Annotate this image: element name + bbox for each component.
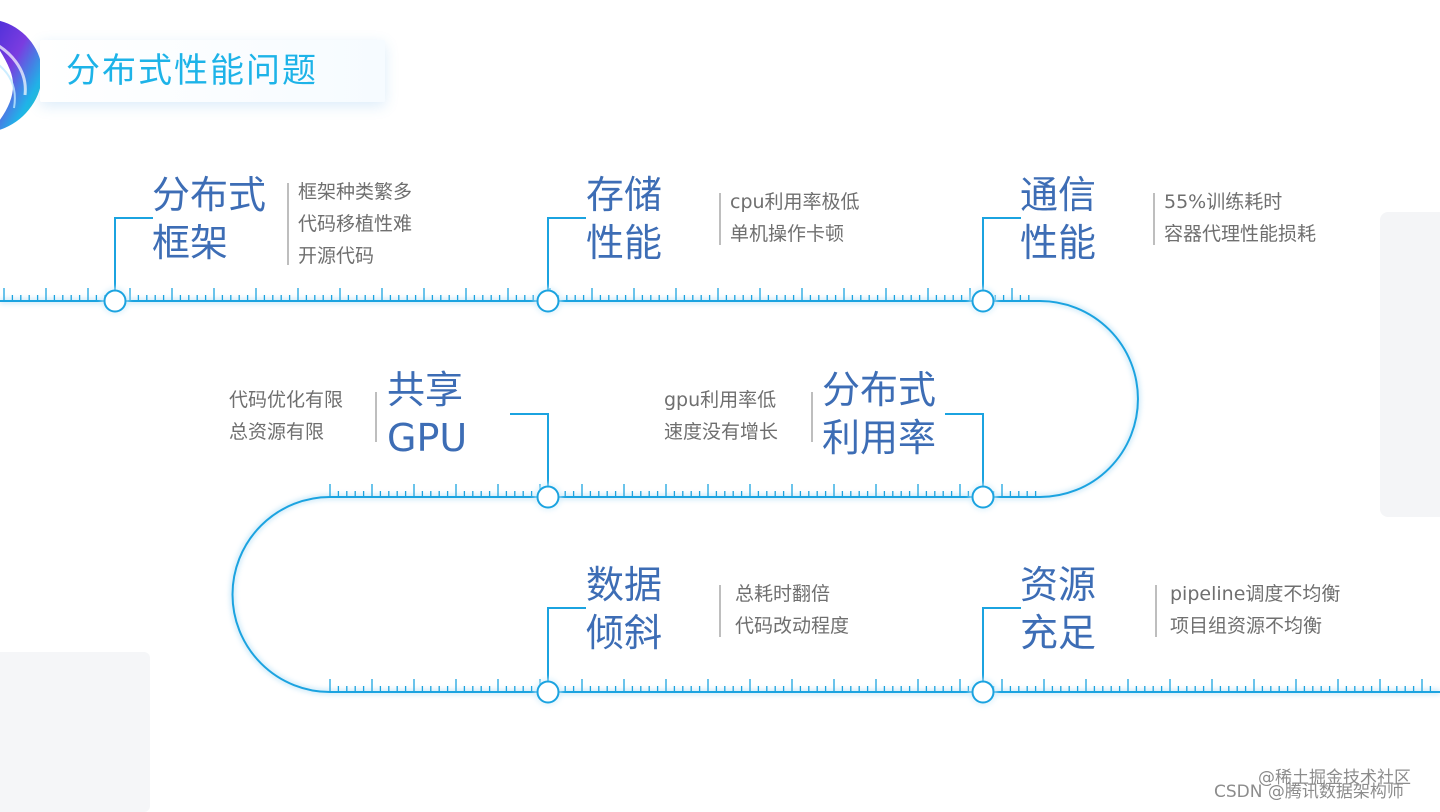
- node-description-line: 代码优化有限: [229, 389, 344, 411]
- node-description-line: 项目组资源不均衡: [1170, 615, 1323, 637]
- node-connector-5: [945, 413, 984, 486]
- node-title-line: 存储: [586, 173, 663, 217]
- node-title-line: 资源: [1020, 563, 1097, 607]
- watermark-csdn: CSDN @腾讯数据架构师: [1214, 782, 1404, 802]
- node-description-line: 框架种类繁多: [298, 181, 413, 203]
- title-banner: [40, 40, 385, 102]
- node-title-line: 充足: [1020, 611, 1097, 655]
- node-marker-1: [103, 289, 127, 313]
- background-panel: [1380, 212, 1440, 517]
- node-title-2: 存储性能: [586, 171, 662, 267]
- node-description-3: 55%训练耗时容器代理性能损耗: [1164, 186, 1316, 250]
- node-title-5: 分布式利用率: [822, 366, 936, 462]
- timeline-path: [0, 300, 1440, 693]
- node-description-line: 总耗时翻倍: [735, 583, 831, 605]
- node-title-line: 数据: [586, 563, 663, 607]
- node-description-6: 总耗时翻倍代码改动程度: [735, 578, 849, 642]
- node-description-line: 代码改动程度: [735, 615, 850, 637]
- node-connector-3: [982, 217, 1021, 290]
- node-description-5: gpu利用率低速度没有增长: [664, 384, 778, 448]
- node-description-line: cpu利用率极低: [730, 191, 860, 213]
- node-description-4: 代码优化有限总资源有限: [229, 384, 343, 448]
- node-marker-5: [971, 485, 995, 509]
- node-description-2: cpu利用率极低单机操作卡顿: [730, 186, 860, 250]
- node-connector-1: [114, 217, 153, 290]
- node-title-3: 通信性能: [1020, 171, 1096, 267]
- node-connector-6: [547, 607, 586, 681]
- logo-icon: [0, 21, 43, 130]
- node-marker-2: [536, 289, 560, 313]
- node-title-line: 性能: [586, 221, 663, 265]
- node-title-7: 资源充足: [1020, 561, 1096, 657]
- node-title-line: 通信: [1020, 173, 1097, 217]
- node-description-line: gpu利用率低: [664, 389, 777, 411]
- node-title-line: 性能: [1020, 221, 1097, 265]
- node-marker-3: [971, 289, 995, 313]
- node-marker-6: [536, 680, 560, 704]
- node-description-line: 容器代理性能损耗: [1164, 223, 1317, 245]
- node-title-line: 分布式: [822, 368, 937, 412]
- node-description-line: 总资源有限: [229, 421, 325, 443]
- page-title: 分布式性能问题: [66, 51, 318, 91]
- node-title-line: GPU: [387, 416, 468, 460]
- background-panel: [0, 652, 150, 812]
- node-title-line: 利用率: [822, 416, 937, 460]
- node-description-line: 速度没有增长: [664, 421, 779, 443]
- node-marker-7: [971, 680, 995, 704]
- node-description-line: pipeline调度不均衡: [1170, 583, 1341, 605]
- node-connector-7: [982, 607, 1021, 681]
- node-title-line: 框架: [152, 221, 229, 265]
- node-title-line: 分布式: [152, 173, 267, 217]
- node-description-line: 55%训练耗时: [1164, 191, 1283, 213]
- node-title-line: 共享: [387, 368, 464, 412]
- node-description-line: 代码移植性难: [298, 213, 413, 235]
- node-description-7: pipeline调度不均衡项目组资源不均衡: [1170, 578, 1340, 642]
- node-title-1: 分布式框架: [152, 171, 266, 267]
- watermark-juejin: @稀土掘金技术社区: [1258, 768, 1411, 788]
- node-marker-4: [536, 485, 560, 509]
- node-connector-4: [510, 413, 549, 486]
- node-title-6: 数据倾斜: [586, 561, 662, 657]
- node-description-line: 单机操作卡顿: [730, 223, 845, 245]
- node-connector-2: [547, 217, 586, 290]
- node-description-line: 开源代码: [298, 245, 375, 267]
- node-title-line: 倾斜: [586, 611, 663, 655]
- node-description-1: 框架种类繁多代码移植性难开源代码: [298, 176, 412, 272]
